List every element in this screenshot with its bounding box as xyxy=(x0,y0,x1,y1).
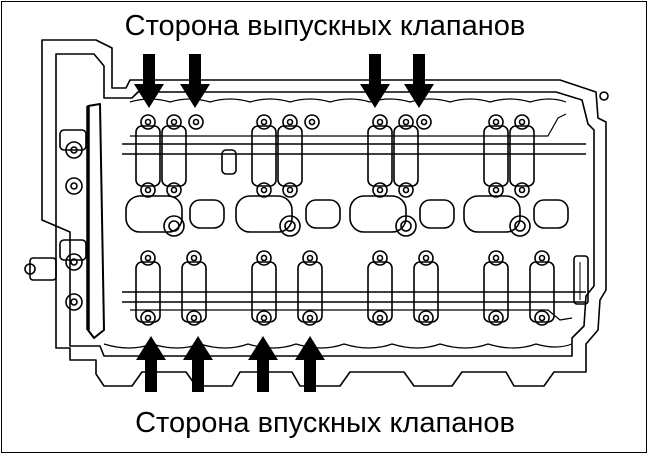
intake-cap-bolts xyxy=(140,250,550,326)
intake-camshaft xyxy=(122,291,586,303)
intake-bearing-caps xyxy=(135,261,555,323)
exhaust-side-caption: Сторона выпускных клапанов xyxy=(124,10,526,42)
exhaust-arrow-4 xyxy=(404,54,434,108)
exhaust-bearing-caps xyxy=(135,125,535,187)
exhaust-arrow-2 xyxy=(180,54,210,108)
exhaust-arrow-1 xyxy=(134,54,164,108)
exhaust-cap-bolts xyxy=(140,114,530,198)
exhaust-arrow-3 xyxy=(360,54,390,108)
valve-pockets xyxy=(125,195,569,237)
intake-arrow-3 xyxy=(248,336,278,392)
intake-arrow-1 xyxy=(136,336,166,392)
cylinder-head-inner-outline xyxy=(55,53,595,357)
timing-cover xyxy=(87,103,105,339)
intake-side-caption: Сторона впускных клапанов xyxy=(135,407,515,439)
intake-arrow-4 xyxy=(295,336,325,392)
exhaust-camshaft xyxy=(122,143,586,155)
intake-arrow-2 xyxy=(183,336,213,392)
cylinder-head-outline xyxy=(41,39,607,387)
